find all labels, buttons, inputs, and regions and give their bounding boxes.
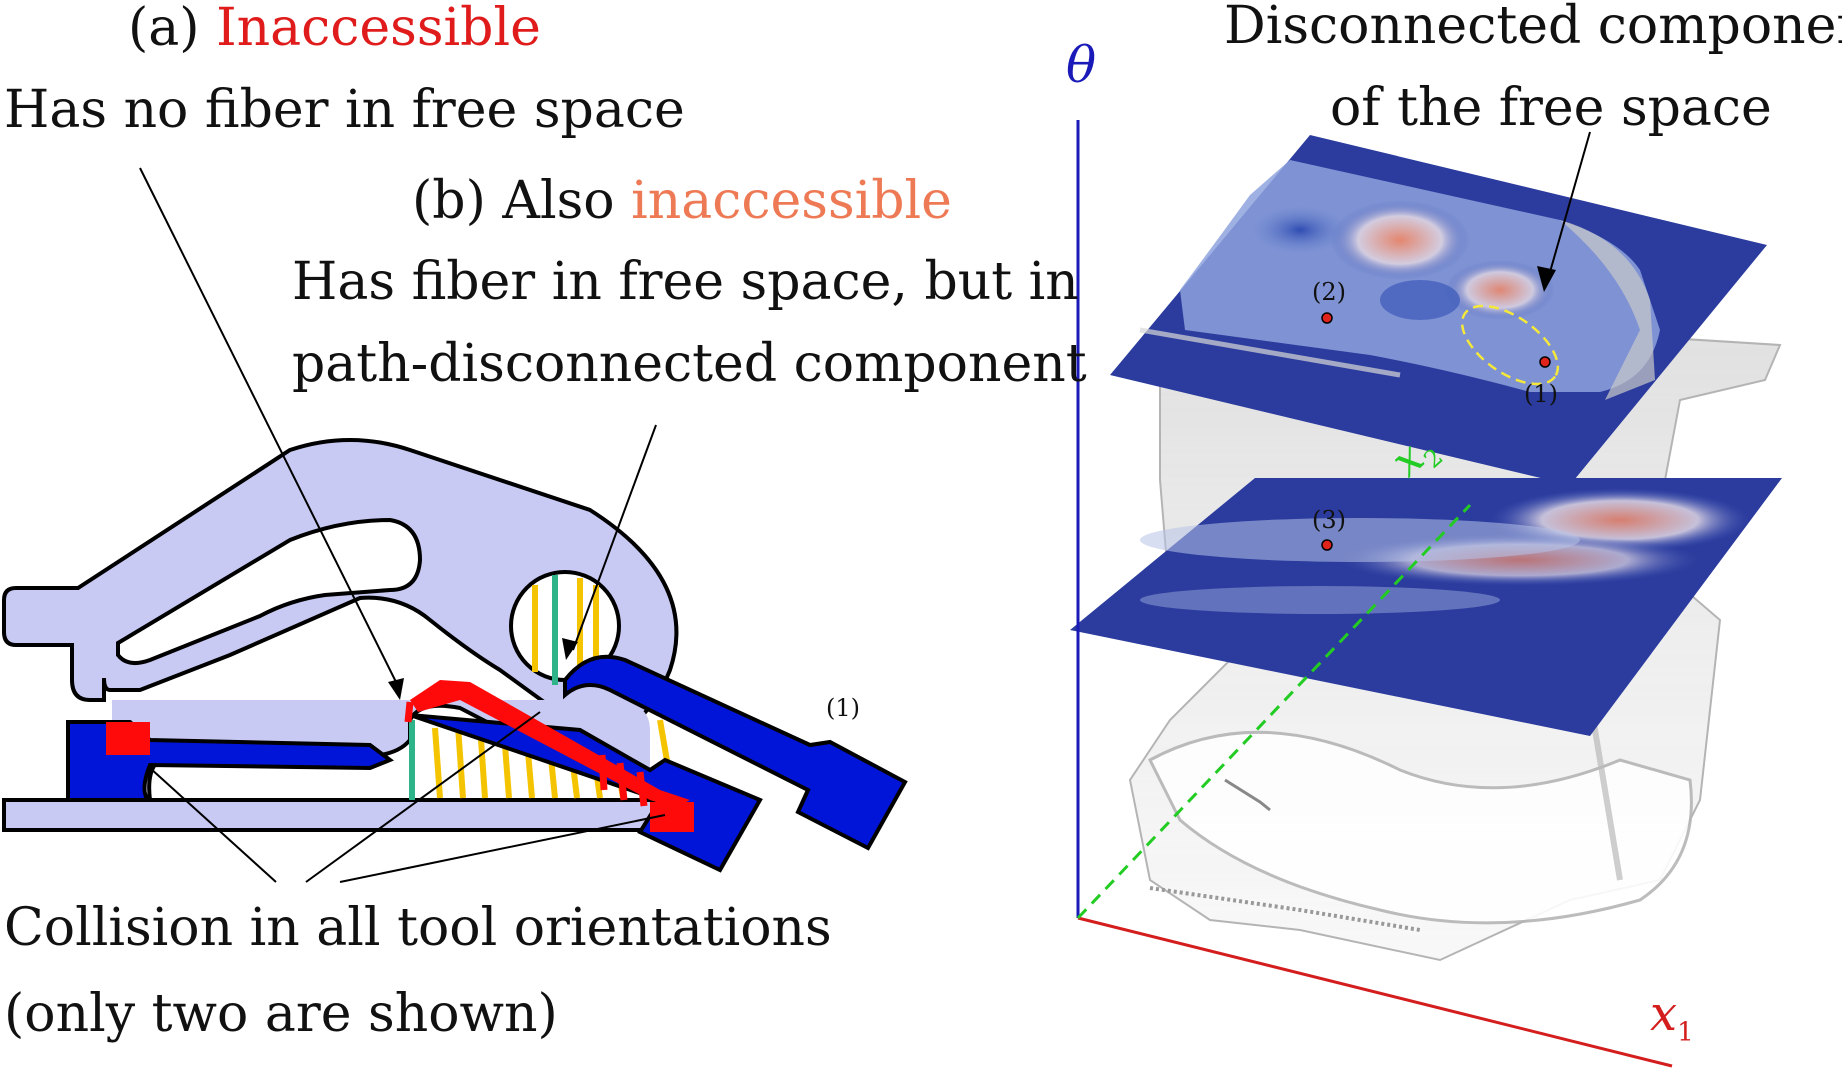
axis-theta-label: θ <box>1066 36 1097 94</box>
axis-x1-label: x1 <box>1650 990 1694 1046</box>
label-b: (b) Also inaccessible <box>412 175 952 227</box>
sample-point-2 <box>1321 312 1333 324</box>
slice-upper-heat-1 <box>1330 200 1470 280</box>
base-plate <box>2 798 696 832</box>
slice-upper-edge <box>1139 327 1401 378</box>
disconnected-arrow-head <box>1537 266 1556 292</box>
tool-right-long <box>563 654 908 851</box>
part-slot <box>116 517 423 666</box>
slice-upper-heat-2 <box>1445 260 1555 320</box>
disconnected-ellipse <box>1460 304 1560 386</box>
right-point-3-label: (3) <box>1312 506 1346 534</box>
fibers-green <box>409 575 558 800</box>
label-b-prefix: (b) Also <box>412 171 615 231</box>
free-space-edge <box>1224 778 1271 812</box>
collision-slices <box>404 701 648 807</box>
free-space-streak <box>1149 886 1421 932</box>
right-point-1-label: (1) <box>1524 380 1558 408</box>
disconnected-arrow <box>1549 131 1591 273</box>
disconnected-label-2: of the free space <box>1330 78 1772 138</box>
label-b-word: inaccessible <box>631 171 952 231</box>
slice-lower-heat-4 <box>1140 586 1500 614</box>
disconnected-label-1: Disconnected component <box>1224 0 1842 56</box>
right-point-2-label: (2) <box>1312 278 1346 306</box>
arrow-b-head <box>562 638 578 660</box>
slice-upper-heat-4 <box>1380 280 1460 320</box>
label-b-desc-1: Has fiber in free space, but in <box>292 252 1079 312</box>
axis-x1-line <box>1077 916 1673 1068</box>
label-a-desc: Has no fiber in free space <box>4 80 685 140</box>
sample-point-3 <box>1321 539 1333 551</box>
arrow-a-head <box>388 678 404 700</box>
slice-upper-heat-3 <box>1250 205 1350 255</box>
left-point-1-label: (1) <box>826 694 860 722</box>
label-a-prefix: (a) <box>128 0 200 58</box>
slice-upper-wall <box>1560 220 1655 400</box>
sample-point-1 <box>1539 356 1551 368</box>
axis-x1-subscript: 1 <box>1677 1017 1694 1048</box>
collision-label-2: (only two are shown) <box>4 984 558 1044</box>
collision-left <box>106 722 150 755</box>
free-space-fold <box>1148 730 1693 925</box>
label-a-word: Inaccessible <box>216 0 541 58</box>
label-b-desc-2: path-disconnected component <box>292 334 1087 394</box>
slice-lower-heat-3 <box>1140 518 1580 562</box>
axis-x2-line <box>1076 503 1472 920</box>
axis-x1-letter: x <box>1650 986 1678 1042</box>
leader-lines <box>139 167 666 883</box>
collision-label-1: Collision in all tool orientations <box>4 898 832 958</box>
label-a: (a) Inaccessible <box>128 2 541 54</box>
